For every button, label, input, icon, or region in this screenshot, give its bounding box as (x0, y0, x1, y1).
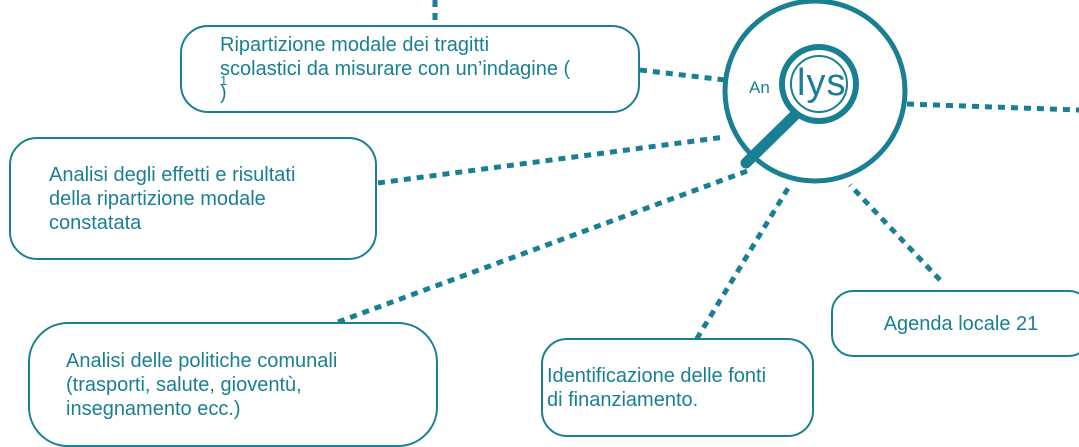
box-politiche-label: Analisi delle politiche comunali (traspo… (66, 349, 338, 420)
hub-text-left: An (749, 78, 770, 97)
box-effetti-label: Analisi degli effetti e risultati della … (49, 163, 296, 234)
box-analisi-politiche: Analisi delle politiche comunali (traspo… (28, 322, 438, 447)
box-ripartizione-label: Ripartizione modale dei tragitti scolast… (220, 34, 571, 104)
hub-text-lens: lys (797, 62, 847, 104)
box-analisi-effetti: Analisi degli effetti e risultati della … (9, 137, 377, 260)
box-agenda-label: Agenda locale 21 (883, 312, 1039, 335)
connector-politiche (337, 167, 751, 325)
box-fonti-finanziamento: Identificazione delle fonti di finanziam… (541, 338, 814, 437)
box-agenda-locale: Agenda locale 21 (831, 290, 1079, 357)
connector-ripartizione (639, 67, 726, 83)
connector-agenda (848, 183, 942, 282)
box-ripartizione-modale: Ripartizione modale dei tragitti scolast… (180, 25, 640, 113)
connector-effetti (377, 134, 726, 186)
connector-right (906, 101, 1079, 113)
box-fonti-label: Identificazione delle fonti di finanziam… (547, 364, 767, 411)
magnifier-icon (740, 44, 859, 169)
connector-fonti (687, 183, 793, 352)
